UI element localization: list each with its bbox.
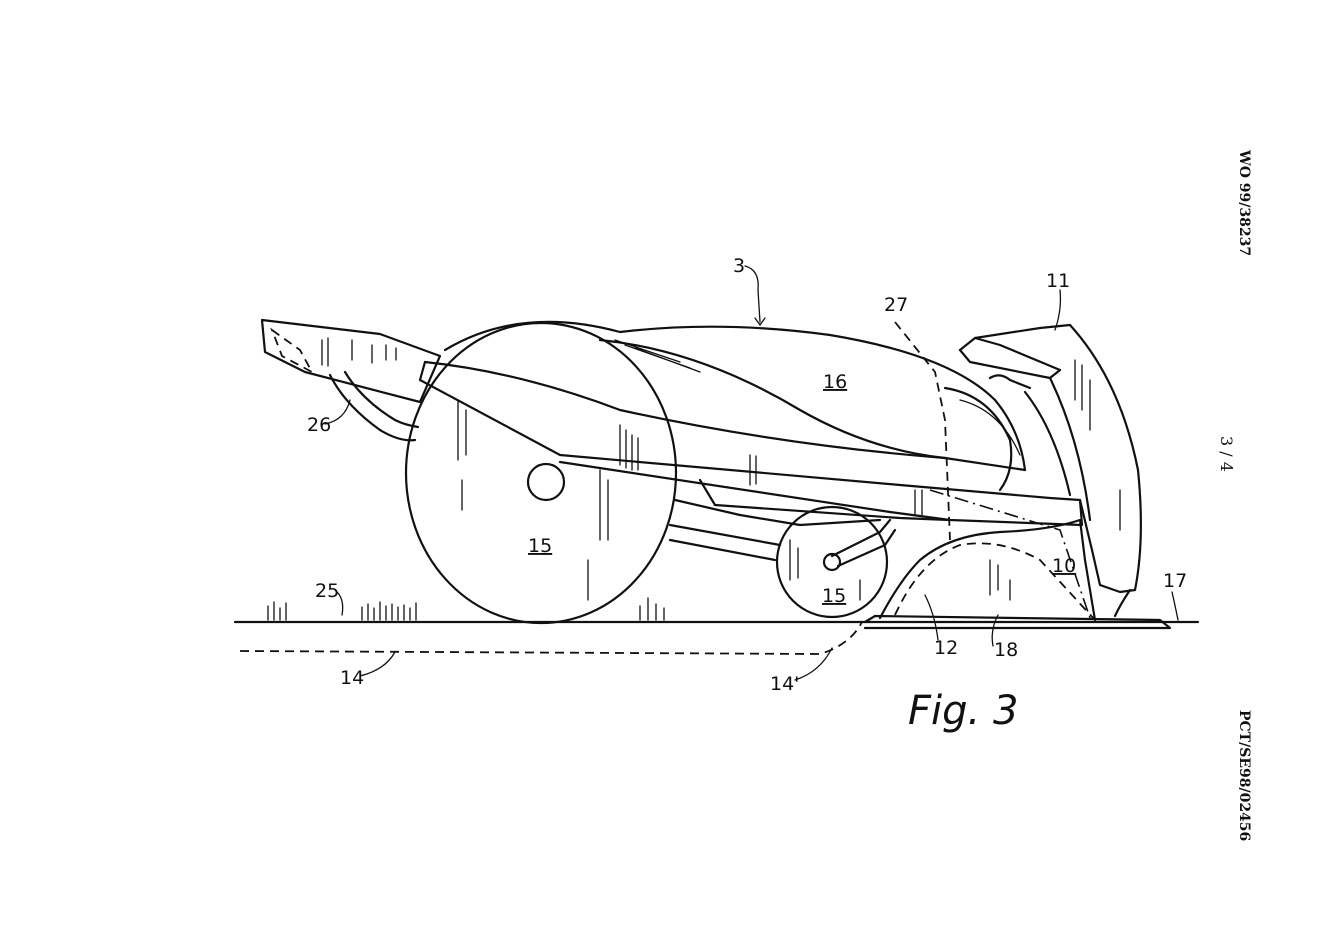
grass-tufts xyxy=(267,597,665,621)
label-ramp: 18 xyxy=(994,639,1018,661)
leader-lines xyxy=(324,265,1179,681)
label-boundary-wire-segment: 14' xyxy=(770,673,799,695)
boundary-wire-line xyxy=(239,621,863,655)
label-control-unit: 11 xyxy=(1046,270,1070,292)
control-unit-hood xyxy=(958,323,1142,594)
label-handle: 26 xyxy=(307,414,331,436)
center-line xyxy=(929,489,1091,619)
front-wheel xyxy=(775,505,897,619)
label-mower: 3 xyxy=(733,255,745,277)
charging-station xyxy=(863,518,1172,630)
label-boundary-marker: 27 xyxy=(884,294,908,316)
label-grass: 25 xyxy=(315,580,339,602)
label-boundary-wire: 14 xyxy=(340,667,364,689)
label-front-wheel: 15 xyxy=(822,585,846,607)
chassis xyxy=(668,478,952,562)
label-contact: 12 xyxy=(934,637,958,659)
label-body-cover: 16 xyxy=(823,371,847,393)
figure-caption: Fig. 3 xyxy=(908,688,1018,734)
rear-handle xyxy=(260,318,442,442)
label-plate: 17 xyxy=(1163,570,1187,592)
boundary-marker-lines xyxy=(894,321,951,541)
label-charging-station: 10 xyxy=(1052,555,1076,577)
label-rear-wheel: 15 xyxy=(528,535,552,557)
mower-body xyxy=(418,320,1084,527)
